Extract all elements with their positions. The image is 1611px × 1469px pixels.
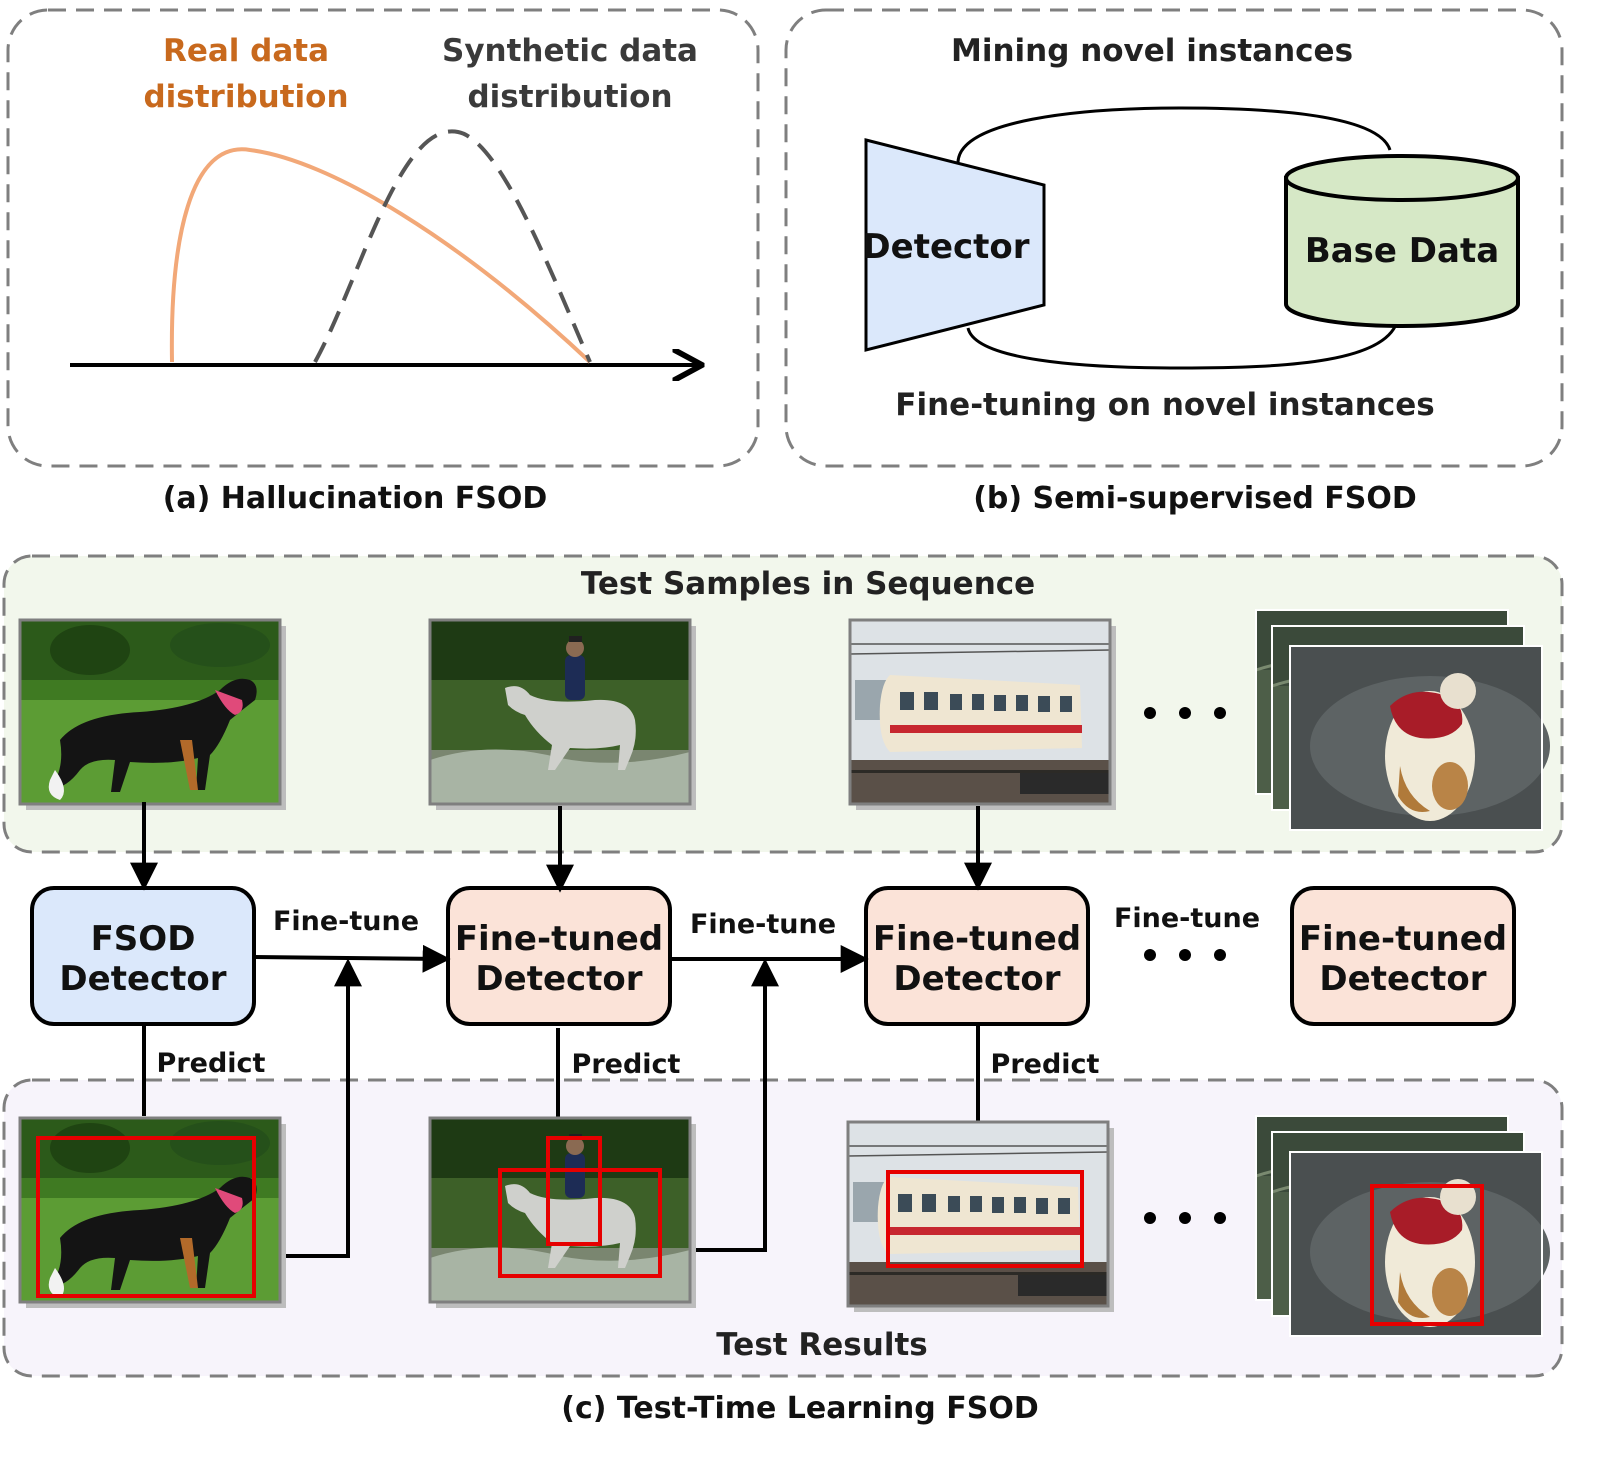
synthetic-distribution-curve (313, 129, 592, 363)
fine-tune-label-1: Fine-tune (690, 909, 836, 940)
loop-top-arc (956, 106, 1392, 163)
sample-photo-stack-layer-front-border (1289, 645, 1543, 831)
results-ellipsis-dot-0 (1144, 1212, 1156, 1224)
panel-c-caption: (c) Test-Time Learning FSOD (561, 1391, 1038, 1426)
base-data-cylinder-top (1284, 154, 1520, 202)
real-data-label-line2: distribution (143, 79, 348, 115)
results-ellipsis-dot-2 (1214, 1212, 1226, 1224)
detectors-ellipsis-dot-0 (1144, 949, 1156, 961)
test-samples-region (2, 554, 1564, 854)
detector-box-0-line2: Detector (59, 959, 226, 999)
predict-label-2: Predict (991, 1049, 1100, 1080)
base-data-cylinder-body (1284, 176, 1520, 328)
panel-a-caption: (a) Hallucination FSOD (163, 481, 548, 516)
test-results-region (2, 1078, 1564, 1378)
bbox-horse (498, 1168, 662, 1278)
result-photo-horse-border (428, 1116, 692, 1304)
predict-label-1: Predict (572, 1049, 681, 1080)
bbox-train (886, 1170, 1084, 1268)
predict-label-0: Predict (157, 1048, 266, 1079)
sample-photo-horse-border (428, 618, 692, 806)
result-photo-stack-layer-front-border (1289, 1151, 1543, 1337)
bbox-cat (1370, 1184, 1484, 1326)
detector-box-1-line2: Detector (475, 959, 642, 999)
sample-photo-dog (18, 618, 286, 810)
fine-tune-label-0: Fine-tune (273, 906, 419, 937)
panel-b-frame (784, 8, 1564, 468)
samples-ellipsis-dot-0 (1144, 707, 1156, 719)
sample-photo-stack (1254, 608, 1550, 831)
detector-box-1-line1: Fine-tuned (455, 919, 663, 959)
detector-box-3-line1: Fine-tuned (1299, 919, 1507, 959)
sample-photo-train-image (849, 619, 1111, 805)
synthetic-data-label-line2: distribution (467, 79, 672, 115)
detectors-ellipsis-dot-1 (1179, 949, 1191, 961)
real-distribution-curve (169, 147, 592, 364)
result-photo-dog-image (20, 1118, 280, 1302)
bbox-dog (36, 1136, 256, 1298)
results-ellipsis-dot-1 (1179, 1212, 1191, 1224)
result-photo-dog-border (18, 1116, 282, 1304)
feedback-arrow-1 (690, 958, 779, 1252)
synthetic-data-label-line1: Synthetic data (442, 33, 698, 69)
sample-photo-dog-image (20, 620, 280, 804)
loop-bottom-arc (966, 317, 1400, 370)
detector-box-3-shape (1290, 886, 1516, 1026)
test-results-title: Test Results (716, 1327, 927, 1363)
sample-photo-horse (428, 618, 696, 810)
sample-photo-train-border (848, 618, 1112, 806)
fine-tune-label-2: Fine-tune (1114, 903, 1260, 934)
result-photo-horse (428, 1116, 696, 1308)
detector-box-2-line1: Fine-tuned (873, 919, 1081, 959)
mining-novel-instances-label: Mining novel instances (951, 33, 1353, 69)
feedback-arrow-0 (282, 958, 362, 1258)
sample-photo-train (848, 618, 1116, 810)
sample-photo-stack-layer-front (1290, 646, 1550, 830)
bbox-rider (546, 1136, 602, 1246)
base-data-label: Base Data (1305, 231, 1499, 271)
sample-photo-horse-image (430, 620, 690, 804)
result-photo-stack-layer-front (1290, 1152, 1550, 1336)
detector-box-2-line2: Detector (893, 959, 1060, 999)
test-samples-title: Test Samples in Sequence (581, 566, 1035, 602)
panel-b-caption: (b) Semi-supervised FSOD (973, 481, 1417, 516)
result-photo-train (846, 1120, 1114, 1312)
detectors-ellipsis-dot-2 (1214, 949, 1226, 961)
result-photo-stack (1254, 1114, 1550, 1337)
result-photo-train-border (846, 1120, 1110, 1308)
fine-tune-arrow-0 (253, 944, 451, 973)
fine-tuning-label: Fine-tuning on novel instances (895, 387, 1434, 423)
detector-trapezoid (864, 138, 1046, 352)
real-data-label-line1: Real data (163, 33, 329, 69)
detector-label: Detector (862, 227, 1029, 267)
detector-box-3-line2: Detector (1319, 959, 1486, 999)
detector-box-0-line1: FSOD (91, 919, 196, 959)
result-photo-dog (18, 1116, 286, 1308)
samples-ellipsis-dot-2 (1214, 707, 1226, 719)
samples-ellipsis-dot-1 (1179, 707, 1191, 719)
sample-photo-dog-border (18, 618, 282, 806)
